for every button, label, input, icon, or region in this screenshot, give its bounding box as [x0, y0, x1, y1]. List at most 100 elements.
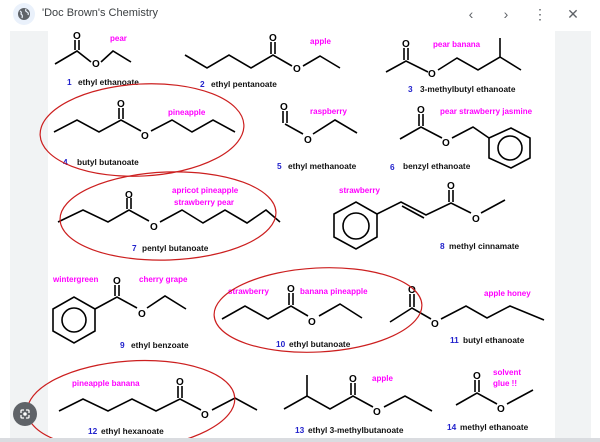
oxygen-label: O — [150, 222, 158, 233]
ester-5-number: 5 — [277, 161, 282, 171]
ester-11-name: butyl ethanoate — [463, 335, 525, 345]
ester-10-number: 10 — [276, 339, 286, 349]
ester-7-name: pentyl butanoate — [142, 243, 209, 253]
oxygen-label: O — [176, 377, 184, 388]
ester-13-number: 13 — [295, 425, 305, 435]
oxygen-label: O — [113, 276, 121, 287]
oxygen-label: O — [472, 214, 480, 225]
ester-7-odour-line1: apricot pineapple — [172, 186, 239, 195]
ester-6-odour: pear strawberry jasmine — [440, 107, 533, 116]
viewer-top-bar: 'Doc Brown's Chemistry ‹ › ⋮ ✕ — [0, 0, 600, 28]
ester-5-name: ethyl methanoate — [288, 161, 357, 171]
oxygen-label: O — [428, 69, 436, 80]
ester-4-name: butyl butanoate — [77, 157, 139, 167]
oxygen-label: O — [280, 102, 288, 113]
ester-10-structure: O O — [221, 284, 363, 328]
ester-7-structure: O O — [57, 190, 281, 233]
ester-10-odour-right: banana pineapple — [300, 287, 368, 296]
google-lens-icon[interactable] — [13, 402, 37, 426]
bottom-divider — [0, 438, 600, 442]
oxygen-label: O — [497, 404, 505, 415]
ester-5-odour: raspberry — [310, 107, 347, 116]
ester-14-odour-line1: solvent — [493, 368, 521, 377]
ester-12-odour: pineapple banana — [72, 379, 140, 388]
ester-14-name: methyl ethanoate — [460, 422, 529, 432]
ester-5-structure: O O — [280, 102, 358, 146]
ester-6-name: benzyl ethanoate — [403, 161, 471, 171]
ester-3-structure: O O — [385, 38, 522, 80]
ester-8-name: methyl cinnamate — [449, 241, 519, 251]
ester-7-number: 7 — [132, 243, 137, 253]
close-glyph: ✕ — [567, 5, 579, 22]
circle-annotation-ester-4 — [39, 83, 245, 177]
oxygen-label: O — [141, 131, 149, 142]
ester-9-number: 9 — [120, 340, 125, 350]
ester-9-structure: O O — [52, 276, 187, 344]
oxygen-label: O — [138, 309, 146, 320]
oxygen-label: O — [442, 138, 450, 149]
oxygen-label: O — [117, 99, 125, 110]
close-icon[interactable]: ✕ — [563, 4, 583, 24]
ester-14-structure: O O — [455, 371, 534, 415]
forward-glyph: › — [503, 6, 509, 22]
ester-4-odour: pineapple — [168, 108, 206, 117]
image-background — [48, 30, 555, 438]
ester-12-name: ethyl hexanoate — [101, 426, 164, 436]
oxygen-label: O — [402, 39, 410, 50]
circle-annotation-ester-10 — [213, 267, 423, 353]
oxygen-label: O — [269, 33, 277, 44]
ester-11-structure: O O — [389, 285, 545, 330]
ester-11-number: 11 — [450, 335, 459, 345]
circle-annotation-ester-7 — [59, 171, 277, 261]
oxygen-label: O — [73, 31, 81, 42]
ester-9-odour-right: cherry grape — [139, 275, 188, 284]
ester-2-odour: apple — [310, 37, 331, 46]
globe-icon — [13, 3, 35, 25]
more-vert-icon[interactable]: ⋮ — [530, 4, 550, 24]
ester-6-structure: O O — [399, 105, 531, 169]
oxygen-label: O — [431, 319, 439, 330]
site-title[interactable]: 'Doc Brown's Chemistry — [42, 7, 159, 19]
ester-1-name: ethyl ethanoate — [78, 77, 139, 87]
ester-8-structure: O O — [333, 181, 506, 250]
ester-6-number: 6 — [390, 162, 395, 172]
ester-2-name: ethyl pentanoate — [211, 79, 277, 89]
ester-3-number: 3 — [408, 84, 413, 94]
ester-7-odour-line2: strawberry pear — [174, 198, 234, 207]
oxygen-label: O — [408, 285, 416, 296]
oxygen-label: O — [293, 64, 301, 75]
oxygen-label: O — [447, 181, 455, 192]
oxygen-label: O — [349, 374, 357, 385]
ester-10-odour-left: strawberry — [228, 287, 269, 296]
ester-11-odour: apple honey — [484, 289, 531, 298]
chevron-right-icon[interactable]: › — [496, 4, 516, 24]
oxygen-label: O — [92, 59, 100, 70]
ester-8-number: 8 — [440, 241, 445, 251]
ester-3-name: 3-methylbutyl ethanoate — [420, 84, 516, 94]
ester-13-name: ethyl 3-methylbutanoate — [308, 425, 404, 435]
ester-4-number: 4 — [63, 157, 68, 167]
ester-3-odour: pear banana — [433, 40, 481, 49]
oxygen-label: O — [417, 105, 425, 116]
ester-1-structure: O O — [54, 31, 132, 70]
oxygen-label: O — [287, 284, 295, 295]
ester-1-odour: pear — [110, 34, 127, 43]
chevron-left-icon[interactable]: ‹ — [461, 4, 481, 24]
more-glyph: ⋮ — [533, 5, 547, 22]
ester-13-structure: O O — [283, 374, 433, 418]
oxygen-label: O — [304, 135, 312, 146]
back-glyph: ‹ — [468, 6, 474, 22]
ester-14-odour-line2: glue !! — [493, 379, 517, 388]
oxygen-label: O — [308, 317, 316, 328]
ester-10-name: ethyl butanoate — [289, 339, 351, 349]
oxygen-label: O — [125, 190, 133, 201]
ester-14-number: 14 — [447, 422, 457, 432]
ester-1-number: 1 — [67, 77, 72, 87]
ester-9-odour-left: wintergreen — [52, 275, 98, 284]
ester-13-odour: apple — [372, 374, 393, 383]
ester-2-number: 2 — [200, 79, 205, 89]
ester-9-name: ethyl benzoate — [131, 340, 189, 350]
oxygen-label: O — [373, 407, 381, 418]
oxygen-label: O — [201, 410, 209, 421]
